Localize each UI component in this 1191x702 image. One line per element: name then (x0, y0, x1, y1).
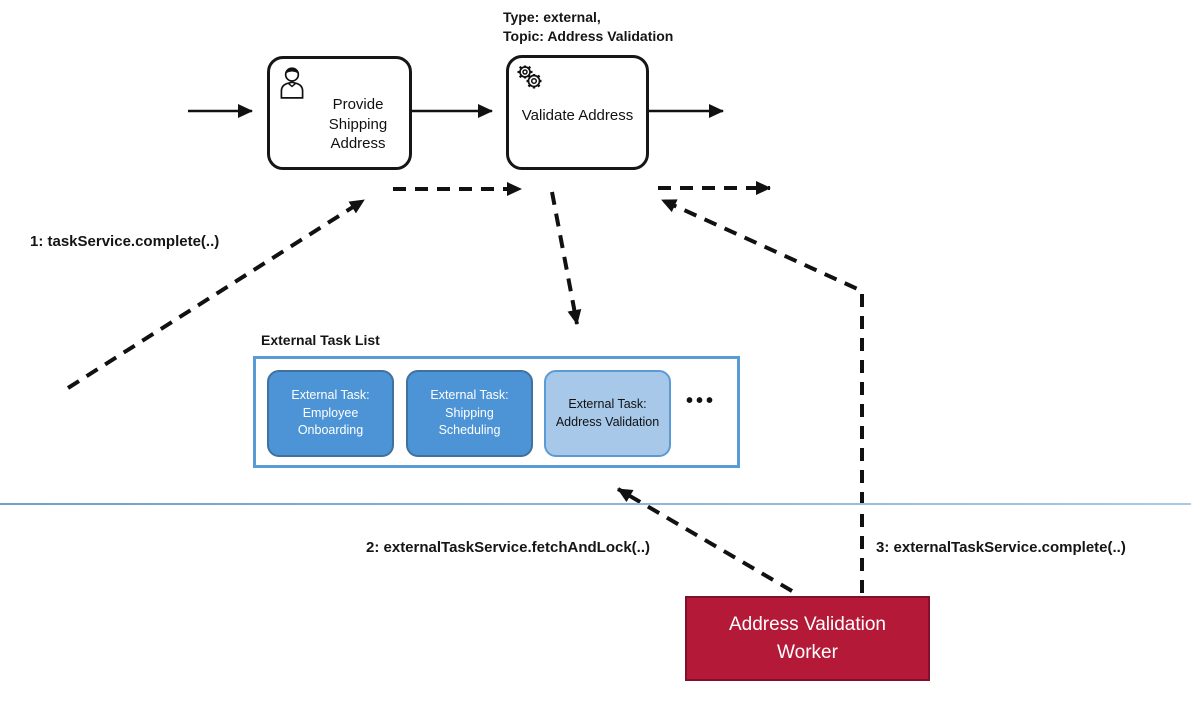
annotation-topic-line: Topic: Address Validation (503, 27, 674, 44)
task-item-name: Address Validation (555, 414, 660, 429)
dashed-arrow-worker-complete (661, 198, 864, 593)
dashed-arrow-insert-task-list (550, 191, 582, 325)
bpmn-task-provide-shipping-address: Provide Shipping Address (267, 56, 412, 170)
ellipsis-more-tasks: ••• (686, 390, 717, 412)
task-annotation: Type: external, Topic: Address Validatio… (503, 8, 673, 46)
task-label: Validate Address (521, 107, 634, 124)
call-label-1: 1: taskService.complete(..) (30, 233, 220, 250)
slide-divider-line (0, 503, 1191, 505)
external-task-list-title: External Task List (261, 332, 380, 348)
external-task-item-address-validation: External Task: Address Validation (544, 370, 671, 457)
call-label-2: 2: externalTaskService.fetchAndLock(..) (366, 539, 650, 556)
dashed-arrow-worker-fetchandlock (616, 487, 794, 593)
external-task-item-employee-onboarding: External Task: Employee Onboarding (267, 370, 394, 457)
task-item-prefix: External Task: (430, 388, 509, 403)
task-item-name: Shipping Scheduling (438, 405, 501, 438)
service-gear-icon (515, 63, 547, 95)
task-label: Provide Shipping Address (328, 96, 388, 152)
task-item-prefix: External Task: (291, 388, 370, 403)
bpmn-task-validate-address: Validate Address (506, 55, 649, 170)
annotation-type-line: Type: external, (503, 9, 601, 25)
external-task-list-container: External Task: Employee Onboarding Exter… (253, 356, 740, 468)
task-item-name: Employee Onboarding (297, 405, 364, 438)
call-label-3: 3: externalTaskService.complete(..) (876, 539, 1126, 556)
external-task-item-shipping-scheduling: External Task: Shipping Scheduling (406, 370, 533, 457)
task-item-prefix: External Task: (568, 397, 647, 411)
worker-label: Address Validation Worker (728, 613, 887, 663)
user-icon (276, 64, 308, 100)
address-validation-worker-box: Address Validation Worker (685, 596, 930, 681)
dashed-arrow-complete-usertask (66, 198, 366, 390)
